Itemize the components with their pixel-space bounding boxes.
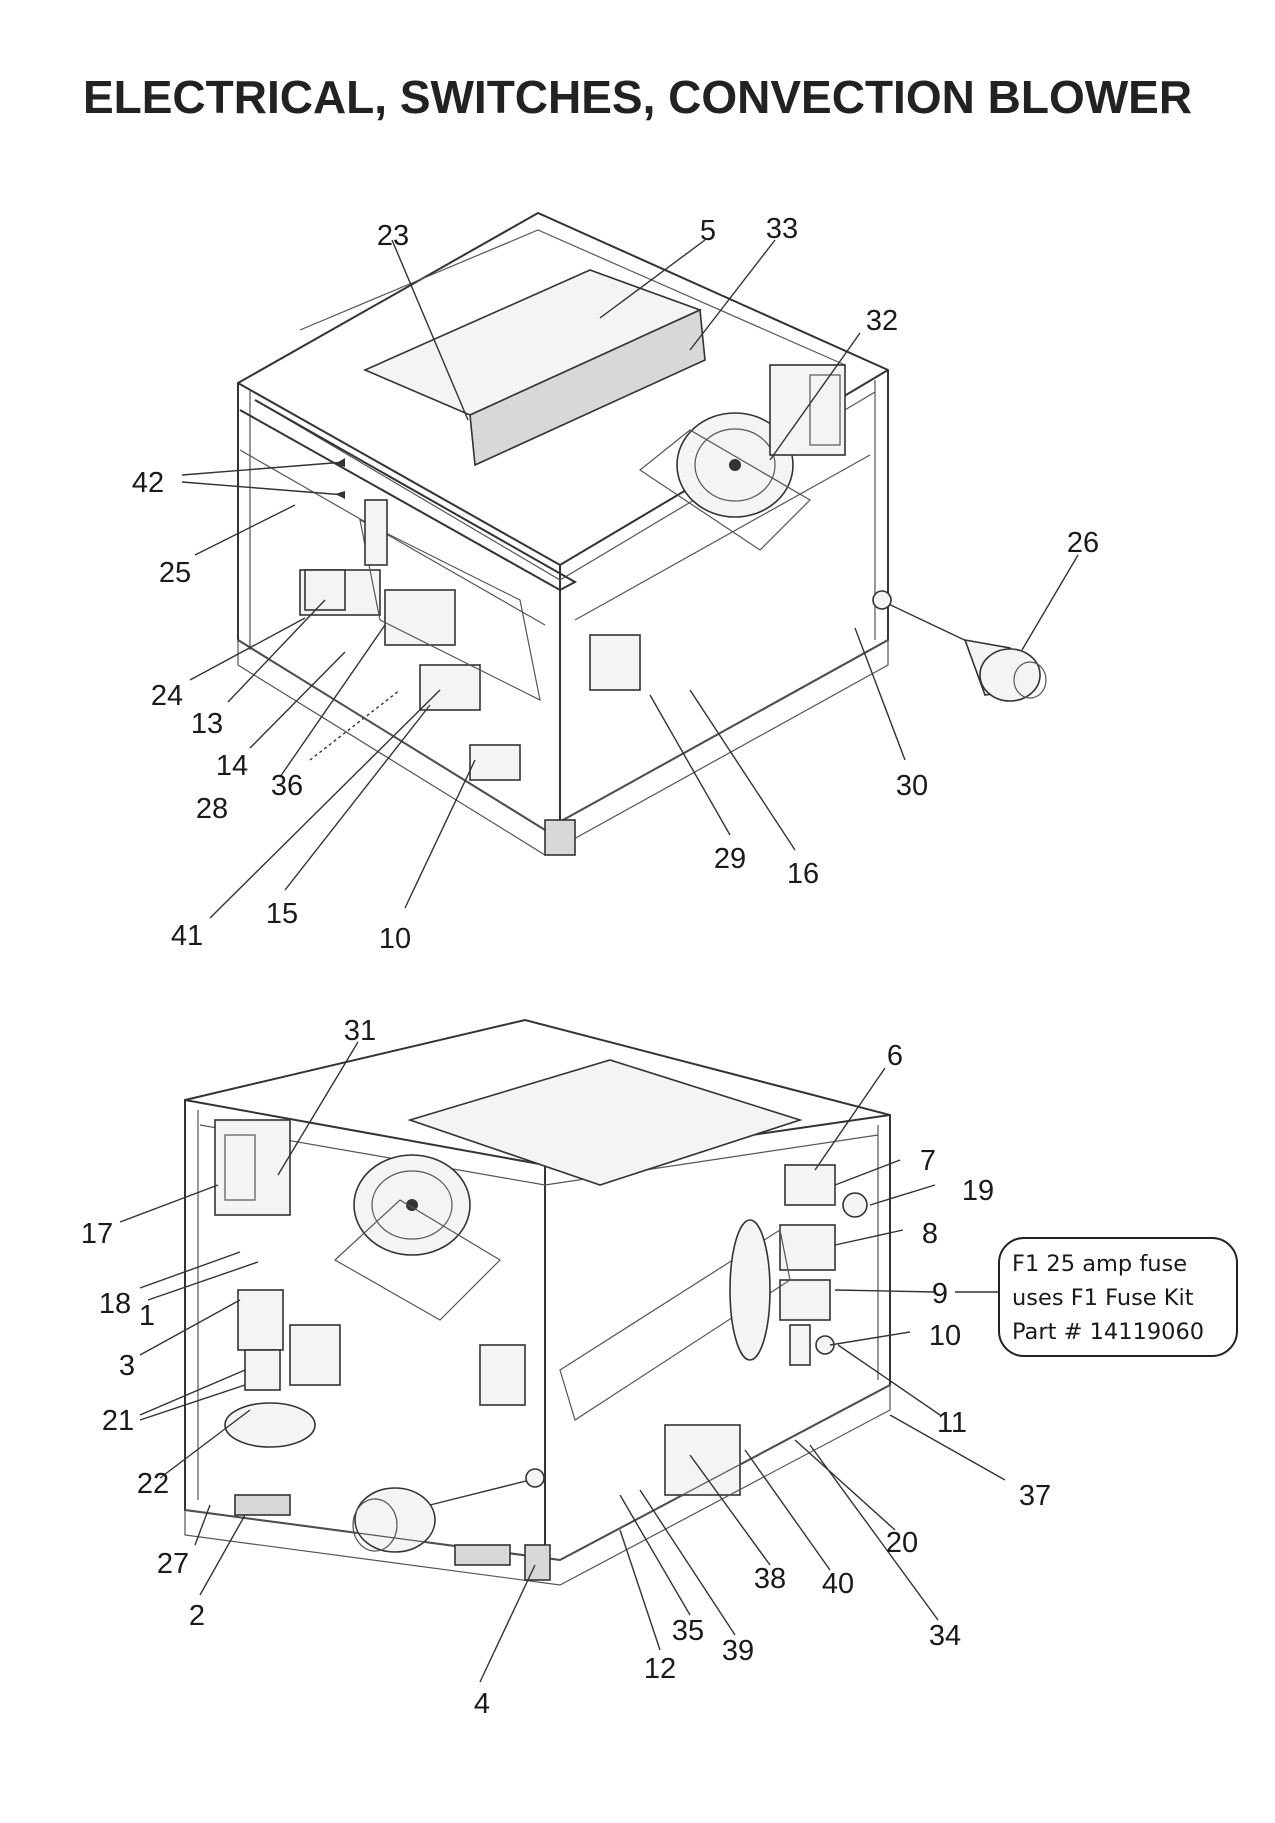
bottom-unit-drawing [184, 1018, 891, 1586]
callout-37: 37 [1019, 1480, 1051, 1512]
callout-28: 28 [196, 793, 228, 825]
callout-14: 14 [216, 750, 248, 782]
callout-32: 32 [866, 305, 898, 337]
callout-15: 15 [266, 898, 298, 930]
callout-18: 18 [99, 1288, 131, 1320]
callout-12: 12 [644, 1653, 676, 1685]
callout-9: 9 [932, 1278, 948, 1310]
callout-20: 20 [886, 1527, 918, 1559]
top-callouts: 23 5 33 32 42 25 26 24 13 14 36 28 30 29… [132, 213, 1099, 955]
callout-10-bottom: 10 [929, 1320, 961, 1352]
callout-23: 23 [377, 220, 409, 252]
callout-19: 19 [962, 1175, 994, 1207]
callout-27: 27 [157, 1548, 189, 1580]
callout-7: 7 [920, 1145, 936, 1177]
callout-10-top: 10 [379, 923, 411, 955]
callout-30: 30 [896, 770, 928, 802]
callout-36: 36 [271, 770, 303, 802]
callout-6: 6 [887, 1040, 903, 1072]
callout-3: 3 [119, 1350, 135, 1382]
callout-13: 13 [191, 708, 223, 740]
callout-35: 35 [672, 1615, 704, 1647]
callout-24: 24 [151, 680, 183, 712]
callout-31: 31 [344, 1015, 376, 1047]
callout-17: 17 [81, 1218, 113, 1250]
fuse-note-line-2: uses F1 Fuse Kit [1012, 1285, 1194, 1311]
callout-33: 33 [766, 213, 798, 245]
callout-29: 29 [714, 843, 746, 875]
page-title: ELECTRICAL, SWITCHES, CONVECTION BLOWER [82, 71, 1193, 123]
bottom-leader-lines [119, 1041, 1006, 1683]
top-leader-lines [181, 239, 1079, 919]
callout-22: 22 [137, 1468, 169, 1500]
callout-8: 8 [922, 1218, 938, 1250]
callout-2: 2 [189, 1600, 205, 1632]
callout-34: 34 [929, 1620, 961, 1652]
callout-42: 42 [132, 467, 164, 499]
callout-39: 39 [722, 1635, 754, 1667]
callout-26: 26 [1067, 527, 1099, 559]
callout-21: 21 [102, 1405, 134, 1437]
fuse-kit-note: F1 25 amp fuse uses F1 Fuse Kit Part # 1… [998, 1237, 1238, 1357]
callout-41: 41 [171, 920, 203, 952]
callout-4: 4 [474, 1688, 490, 1720]
callout-11: 11 [937, 1407, 967, 1439]
callout-40: 40 [822, 1568, 854, 1600]
callout-1: 1 [139, 1300, 155, 1332]
callout-5: 5 [700, 215, 716, 247]
callout-16: 16 [787, 858, 819, 890]
fuse-note-line-1: F1 25 amp fuse [1012, 1251, 1188, 1277]
bottom-callouts: 31 6 7 19 8 17 18 1 9 10 3 11 21 37 22 2… [81, 1015, 1051, 1720]
callout-25: 25 [159, 557, 191, 589]
top-unit-drawing [237, 211, 1047, 856]
fuse-note-line-3: Part # 14119060 [1012, 1319, 1205, 1345]
callout-38: 38 [754, 1563, 786, 1595]
